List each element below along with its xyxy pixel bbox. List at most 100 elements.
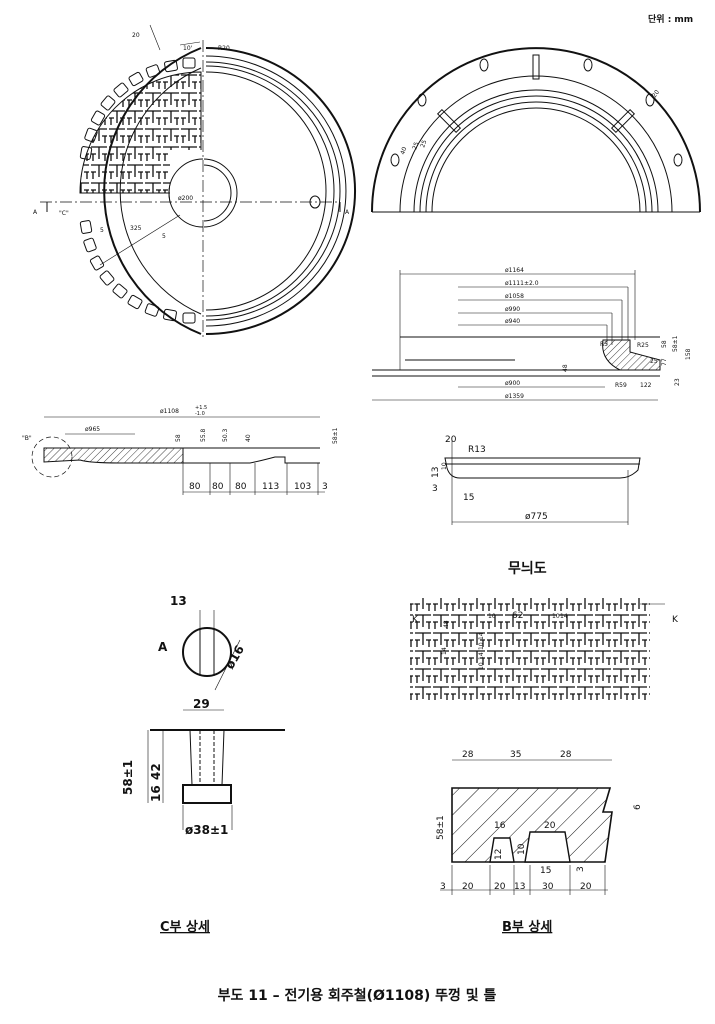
section-mark-k: K	[672, 615, 679, 625]
dim-label: "B"	[22, 435, 32, 442]
frame-outer-right	[205, 47, 356, 335]
cover-section: ø1108 +1.5 -1.0 ø965 58 55.8 50.3 40 58±…	[22, 405, 339, 495]
dim-label: 12	[494, 849, 504, 860]
dim-label: 10'	[183, 45, 193, 52]
dim-label: 25	[411, 141, 420, 151]
dim-label: 10	[441, 462, 448, 470]
dim-label: 10	[478, 662, 485, 670]
frame-top-view: 20 40 25 25	[371, 47, 701, 213]
dim-label: R59	[615, 382, 627, 389]
detail-c: 13 A ø16 29 58±1 42 16 ø38±1	[121, 594, 285, 837]
dim-label: 10	[552, 613, 560, 620]
dim-label: 5	[100, 227, 104, 234]
dim-label: 13	[431, 467, 441, 478]
dim-label: 13	[514, 882, 525, 892]
dim-label: 35	[510, 750, 521, 760]
dim-label: 58	[175, 434, 182, 442]
dim-label: R5	[600, 341, 608, 348]
dim-label: 55.8	[200, 428, 207, 442]
dim-label: ø16	[222, 643, 247, 672]
unit-label: 단위 : mm	[648, 13, 693, 25]
dim-label: 13	[170, 594, 187, 608]
dim-label: 28	[560, 750, 572, 760]
dim-label: 3	[322, 482, 328, 492]
dim-label: 3	[432, 484, 438, 494]
dim-label: 58±1	[672, 335, 679, 352]
dim-label: ø900	[505, 380, 520, 387]
dim-label: ø940	[505, 318, 520, 325]
section-mark-a: A	[345, 209, 350, 216]
dim-label: 80	[189, 482, 201, 492]
dim-label: 14	[560, 613, 568, 620]
dim-label: 6	[633, 804, 643, 810]
dim-label: 80	[235, 482, 247, 492]
frame-holes	[390, 54, 683, 167]
dim-label: ø1359	[505, 393, 524, 400]
dim-label: R13	[468, 445, 486, 455]
dim-label: 40	[245, 434, 252, 442]
dim-label: 58±1	[121, 760, 135, 795]
dim-label: ø38±1	[185, 823, 228, 837]
dim-label: 20	[132, 32, 140, 39]
detail-b: 28 35 28 58±1 6 16 20 12 10 15 3 3 20 20…	[436, 750, 643, 895]
figure-caption: 부도 11 – 전기용 회주철(Ø1108) 뚜껑 및 틀	[218, 987, 497, 1004]
dim-label: +1.5	[195, 405, 207, 411]
dim-label: 16	[494, 821, 506, 831]
dim-label: 20	[651, 89, 661, 99]
section-mark-a: A	[158, 640, 168, 654]
dim-label: 25	[650, 358, 658, 365]
detail-b-caption: B부 상세	[502, 920, 552, 935]
dim-label: 20	[494, 882, 506, 892]
dim-label: 3	[440, 882, 446, 892]
dim-label: 58±1	[332, 427, 339, 444]
dim-label: R20	[218, 45, 230, 52]
frame-section: ø1164 ø1111±2.0 ø1058 ø990 ø940 ø900 ø13…	[372, 267, 692, 401]
dim-label: ø1108	[160, 408, 179, 415]
plan-view: 20 10' R20 ø200 325 5 5 "C" A A	[33, 24, 356, 340]
dim-label: 25	[419, 139, 428, 149]
pattern-title: 무늬도	[508, 560, 547, 577]
dim-label: 10	[488, 613, 496, 620]
dim-label: ø775	[525, 512, 548, 522]
dim-label: 58±1	[436, 815, 446, 840]
dim-label: 20	[445, 435, 457, 445]
dim-label: ø965	[85, 426, 100, 433]
dim-label: 48	[443, 620, 450, 628]
dim-label: 5	[162, 233, 166, 240]
dim-label: 50.3	[222, 428, 229, 442]
pattern-view: K K 48 10 62 10 14 14 10 14 10 14	[410, 598, 679, 700]
dim-label: 28	[462, 750, 474, 760]
cover-section-hatch	[43, 447, 184, 464]
dim-label: ø1058	[505, 293, 524, 300]
dim-label: 14	[441, 647, 448, 655]
dim-label: 122	[640, 382, 652, 389]
section-mark-a: A	[33, 209, 38, 216]
detail-c-caption: C부 상세	[160, 920, 210, 935]
dim-label: 325	[130, 225, 142, 232]
dim-label: 62	[512, 611, 523, 621]
dim-label: 48	[562, 364, 569, 372]
dim-label: 20	[544, 821, 556, 831]
dim-label: 30	[542, 882, 554, 892]
dim-label: -1.0	[195, 411, 205, 417]
dim-label: 10	[517, 843, 527, 855]
detail-b-hatch	[451, 787, 613, 863]
rim-section: 20 R13 13 10 3 15 ø775	[431, 435, 641, 525]
dim-label: ø990	[505, 306, 520, 313]
vent-slots	[79, 57, 196, 324]
dim-label: 58	[661, 340, 668, 348]
dim-label: 77	[661, 358, 668, 366]
dim-label: 20	[462, 882, 474, 892]
frame-profile	[602, 339, 661, 371]
dim-label: 103	[294, 482, 311, 492]
section-mark-k: K	[412, 615, 419, 625]
dim-label: ø1164	[505, 267, 524, 274]
dim-label: 15	[463, 493, 474, 503]
dim-label: ø200	[178, 195, 193, 202]
dim-label: 42	[149, 763, 163, 780]
dim-label: 3	[576, 866, 586, 872]
dim-label: 29	[193, 697, 210, 711]
dim-label: "C"	[59, 210, 69, 217]
dim-label: 10	[478, 642, 485, 650]
